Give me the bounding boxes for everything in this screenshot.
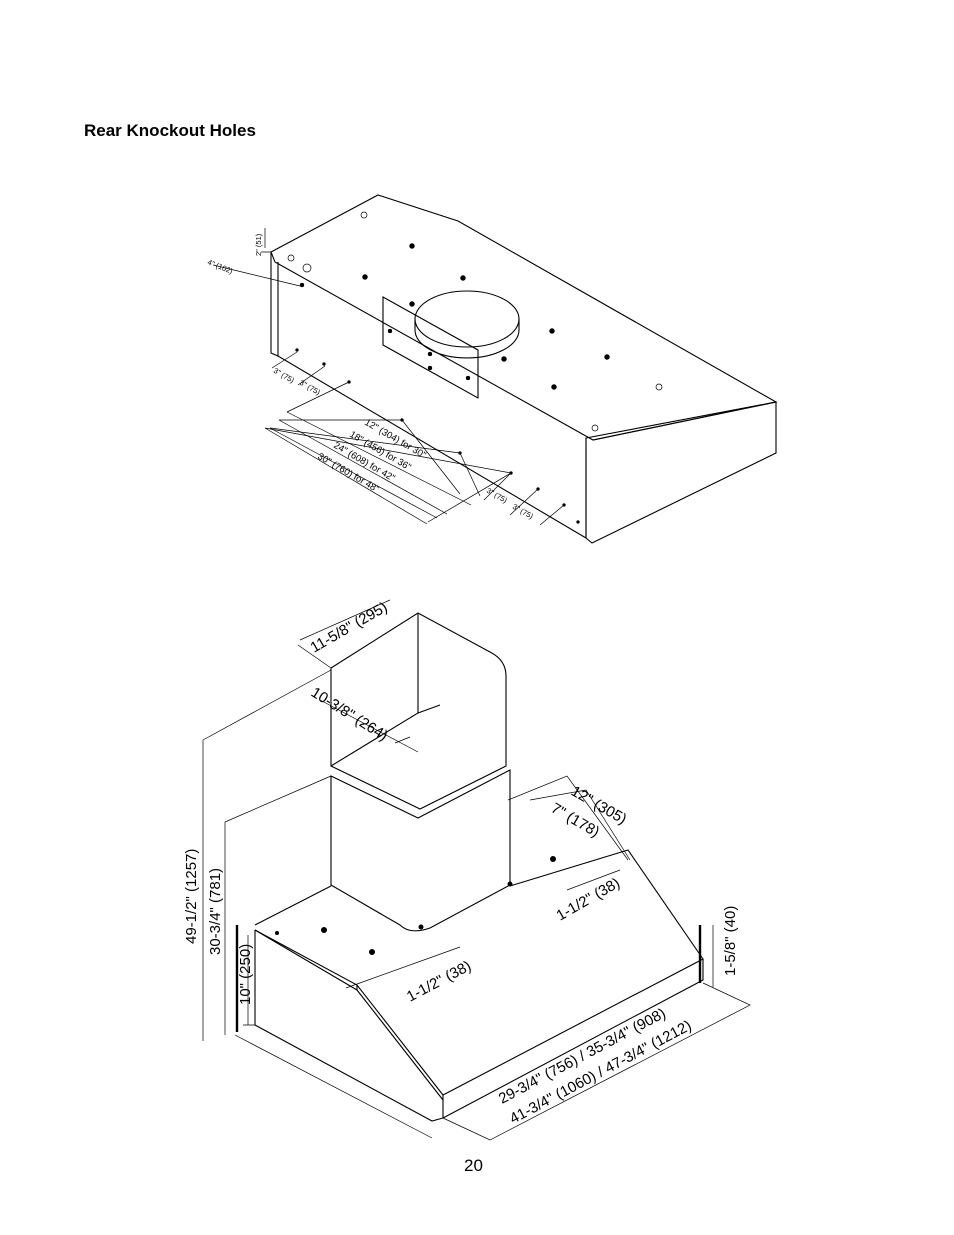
overall-height-label: 49-1/2" (1257) [183, 849, 200, 944]
top-hood-drawing [212, 194, 778, 544]
hood-height-label: 10" (250) [237, 944, 254, 1005]
chimney-width-label: 11-5/8" (295) [308, 599, 391, 657]
dim-3in-label-d: 3" (75) [511, 502, 535, 521]
min-height-label: 30-3/4" (781) [207, 868, 224, 955]
dim-2in-label: 2" (51) [254, 233, 263, 256]
offset-left-label: 1-1/2" (38) [404, 957, 474, 1005]
dim-3in-label-c: 3" (75) [485, 486, 509, 505]
front-lip-label: 1-5/8" (40) [722, 906, 739, 976]
page-number: 20 [464, 1156, 483, 1175]
dim-3in-label-b: 3" (75) [298, 378, 322, 397]
chimney-depth-label: 10-3/8" (264) [308, 684, 391, 745]
dim-4in-label: 4" (102) [206, 258, 234, 276]
bottom-hood-drawing [202, 599, 751, 1141]
page-title: Rear Knockout Holes [84, 121, 256, 140]
dim-3in-label-a: 3" (75) [272, 366, 296, 385]
